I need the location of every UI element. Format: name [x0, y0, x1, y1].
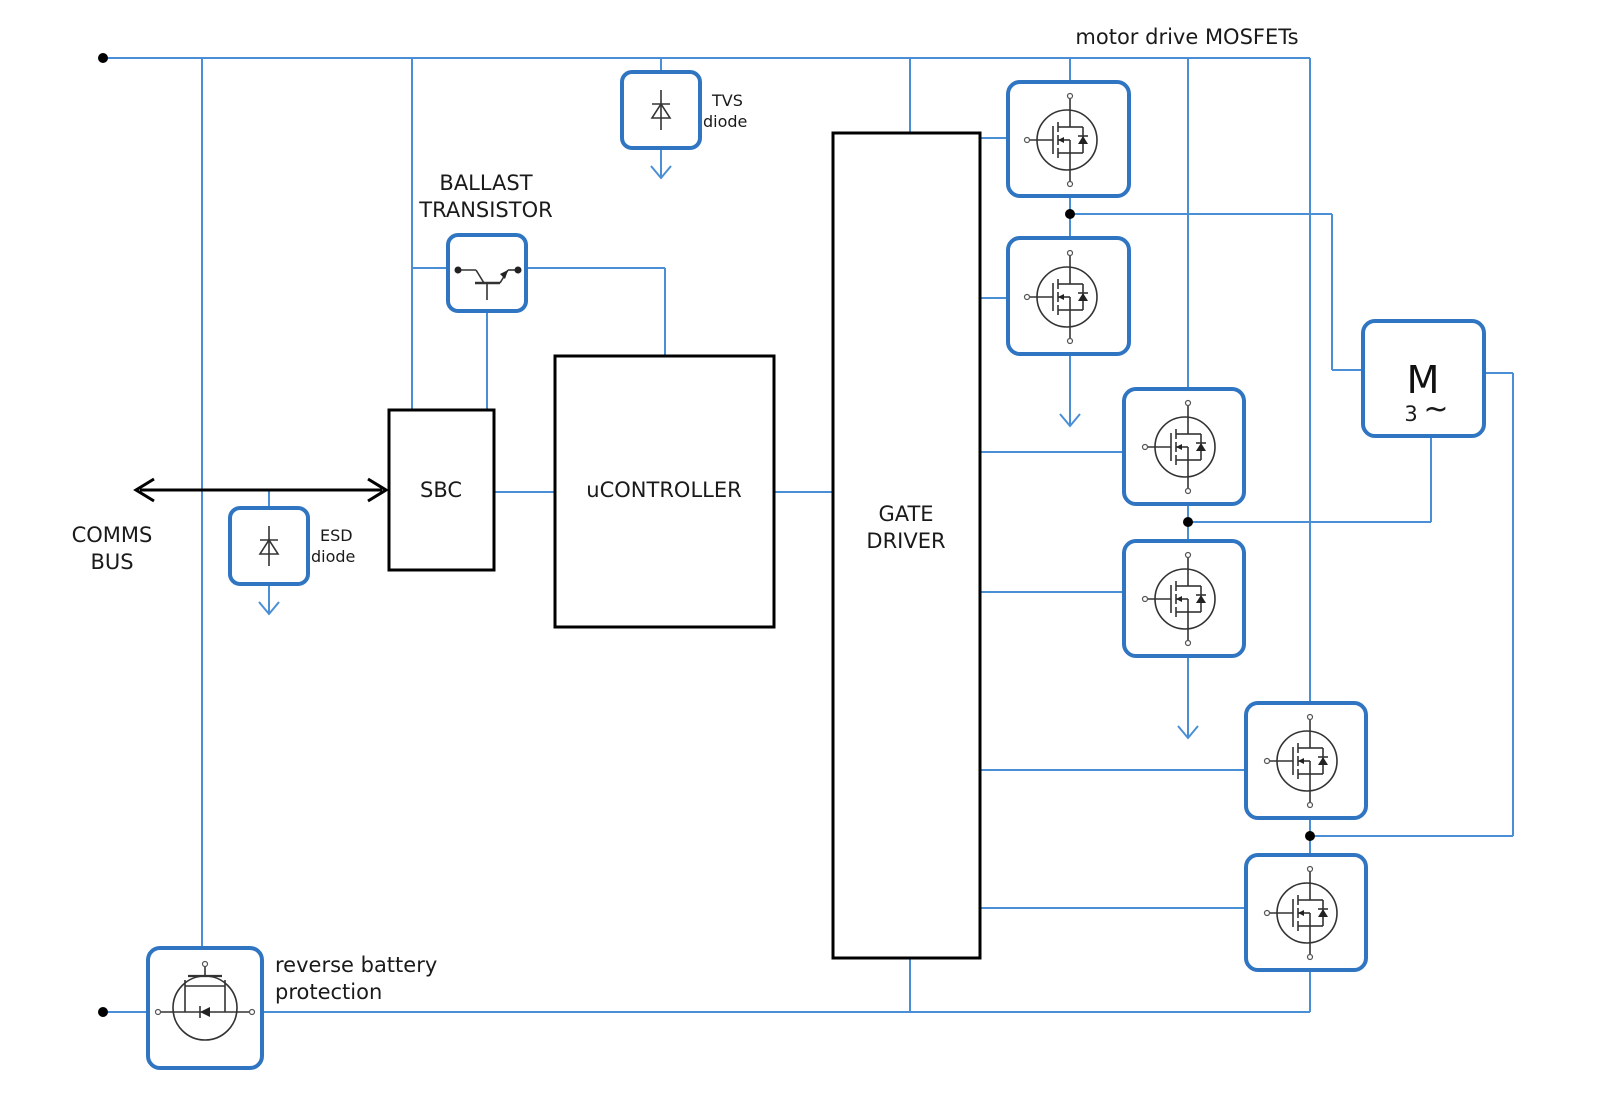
ucontroller-block [553, 354, 776, 629]
tvs-label-line2: diode [703, 112, 747, 131]
gate-driver-block [831, 131, 982, 960]
comms-label-line2: BUS [90, 550, 133, 574]
tvs-label-line1: TVS [711, 91, 743, 110]
reverse-battery-mosfet [146, 946, 264, 1070]
motor-phase-count: 3 [1404, 402, 1417, 426]
mosfet-phase-c-low [1244, 853, 1368, 972]
ucontroller-label: uCONTROLLER [586, 478, 741, 502]
mosfet-phase-a-high [1006, 80, 1131, 198]
ballast-label-line2: TRANSISTOR [418, 198, 552, 222]
ballast-transistor [446, 233, 528, 313]
phase-a-junction [1065, 209, 1075, 219]
motor-label: M [1407, 358, 1440, 402]
gate-driver-label-line2: DRIVER [866, 529, 945, 553]
esd-label-line2: diode [311, 547, 355, 566]
tvs-diode [620, 70, 702, 150]
esd-label-line1: ESD [320, 526, 353, 545]
reverse-battery-label-line2: protection [275, 980, 382, 1004]
mosfet-phase-c-high [1244, 701, 1368, 820]
phase-b-junction [1183, 517, 1193, 527]
ballast-label-line1: BALLAST [439, 171, 532, 195]
phase-c-junction [1305, 831, 1315, 841]
sbc-label: SBC [420, 478, 462, 502]
reverse-battery-label-line1: reverse battery [275, 953, 437, 977]
motor-ac-symbol: ~ [1423, 392, 1448, 427]
sbc-block [387, 408, 496, 572]
esd-diode [228, 506, 310, 586]
wires [103, 57, 1514, 1013]
mosfet-phase-b-high [1122, 387, 1246, 506]
gate-driver-label-line1: GATE [878, 502, 933, 526]
positive-terminal-dot [98, 53, 108, 63]
motor [1361, 319, 1486, 438]
mosfet-phase-b-low [1122, 539, 1246, 658]
mosfet-phase-a-low [1006, 236, 1131, 356]
motor-drive-mosfets-label: motor drive MOSFETs [1075, 25, 1298, 49]
ground-terminal-dot [98, 1007, 108, 1017]
comms-label-line1: COMMS [72, 523, 153, 547]
comms-bus-arrow [133, 477, 389, 503]
